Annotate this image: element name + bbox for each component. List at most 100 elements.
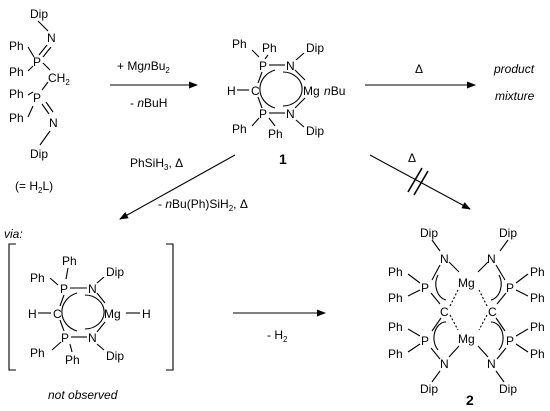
- bond: [295, 119, 305, 128]
- c1-ph: Ph: [262, 41, 277, 55]
- via-mg: Mg: [104, 307, 121, 321]
- c2-mg-top: Mg: [458, 276, 475, 290]
- delocalization-arc: [435, 274, 447, 301]
- arrow-direct-blocked: Δ: [369, 151, 471, 210]
- blocked-slash: [413, 170, 429, 196]
- c2-dip: Dip: [499, 382, 517, 396]
- bond: [407, 273, 421, 284]
- bond: [515, 328, 529, 337]
- bond: [27, 91, 34, 96]
- arrow-step1: + MgnBu2 - nBuH: [110, 59, 198, 110]
- c2-ph: Ph: [388, 265, 403, 279]
- c2-mg-bottom: Mg: [458, 332, 475, 346]
- bond: [407, 328, 421, 337]
- c2-n: N: [487, 357, 496, 371]
- product-text: product: [493, 62, 535, 76]
- c1-ph: Ph: [232, 122, 247, 136]
- c1-nbu: nBu: [324, 84, 345, 98]
- ligand-dip-top: Dip: [30, 7, 48, 21]
- bond: [294, 69, 306, 81]
- c2-p: P: [421, 334, 429, 348]
- bond-dashed: [449, 289, 459, 307]
- bond: [407, 343, 421, 353]
- c2-ph: Ph: [388, 347, 403, 361]
- c2-p: P: [506, 281, 514, 295]
- c1-ph: Ph: [268, 127, 283, 141]
- via-dip-bottom: Dip: [106, 349, 124, 363]
- c2-n: N: [440, 357, 449, 371]
- bond: [515, 343, 529, 353]
- via-ph: Ph: [65, 353, 80, 367]
- ligand-p-top: P: [33, 55, 41, 69]
- delocalization-arc: [490, 321, 504, 351]
- delocalization-arc: [259, 69, 276, 109]
- bond: [41, 81, 49, 91]
- bond: [407, 289, 421, 297]
- bond: [448, 261, 460, 273]
- via-ph: Ph: [30, 271, 45, 285]
- c2-dip: Dip: [420, 226, 438, 240]
- bond: [295, 52, 305, 61]
- bond-dashed: [478, 289, 488, 307]
- bond-dashed: [478, 314, 488, 331]
- c1-n-bottom: N: [286, 107, 295, 121]
- c1-p-top: P: [259, 59, 267, 73]
- c2-n: N: [487, 252, 496, 266]
- compound-2-label: 2: [466, 392, 474, 408]
- bond: [59, 319, 65, 332]
- bond: [96, 276, 105, 284]
- bond: [96, 343, 105, 351]
- bond: [65, 267, 69, 280]
- bond: [495, 264, 506, 281]
- c2-ph: Ph: [530, 347, 545, 361]
- bond: [495, 370, 505, 383]
- reagent-phsih3: PhSiH3, Δ: [130, 156, 183, 172]
- heat-symbol: Δ: [415, 62, 423, 76]
- bond: [431, 264, 441, 281]
- bond: [96, 321, 106, 333]
- c2-dip: Dip: [420, 382, 438, 396]
- compound-1: Ph Ph P N Dip H C Mg nBu P N Dip Ph Ph 1: [227, 37, 345, 167]
- via-p-top: P: [60, 282, 68, 296]
- c2-p: P: [506, 334, 514, 348]
- bond: [499, 239, 509, 252]
- bond: [495, 317, 506, 332]
- c1-c: C: [251, 84, 260, 98]
- bond: [42, 62, 51, 71]
- bond: [294, 97, 306, 109]
- c2-c-right: C: [488, 305, 497, 319]
- bond: [515, 273, 529, 284]
- c1-h: H: [227, 84, 236, 98]
- bond: [496, 347, 507, 360]
- bond-double: [41, 103, 50, 115]
- ligand-ch2: CH2: [48, 71, 70, 87]
- bond: [448, 345, 460, 358]
- c2-ph: Ph: [530, 291, 545, 305]
- via-n-top: N: [88, 282, 97, 296]
- blocked-slash: [407, 167, 423, 193]
- compound-1-label: 1: [279, 151, 287, 167]
- c1-dip-top: Dip: [306, 41, 324, 55]
- bond: [51, 341, 62, 351]
- bond: [251, 49, 260, 58]
- ligand-label: (= H2L): [15, 179, 53, 195]
- byproduct-h2: - H2: [267, 328, 288, 344]
- bond-dashed: [449, 314, 459, 331]
- bond: [69, 343, 73, 353]
- bond: [27, 65, 34, 72]
- bond: [59, 294, 65, 307]
- bond: [515, 289, 529, 297]
- c1-mg: Mg: [303, 84, 320, 98]
- c2-n: N: [440, 252, 449, 266]
- via-p-bottom: P: [61, 331, 69, 345]
- ligand-p-bottom: P: [33, 91, 41, 105]
- via-label: via:: [4, 227, 23, 241]
- via-c: C: [53, 307, 62, 321]
- bond: [431, 370, 441, 383]
- delocalization-arc: [490, 274, 502, 301]
- bond: [257, 96, 263, 109]
- heat-symbol: Δ: [408, 151, 416, 165]
- bond: [430, 347, 441, 360]
- byproduct-nbuh: - nBuH: [130, 96, 167, 110]
